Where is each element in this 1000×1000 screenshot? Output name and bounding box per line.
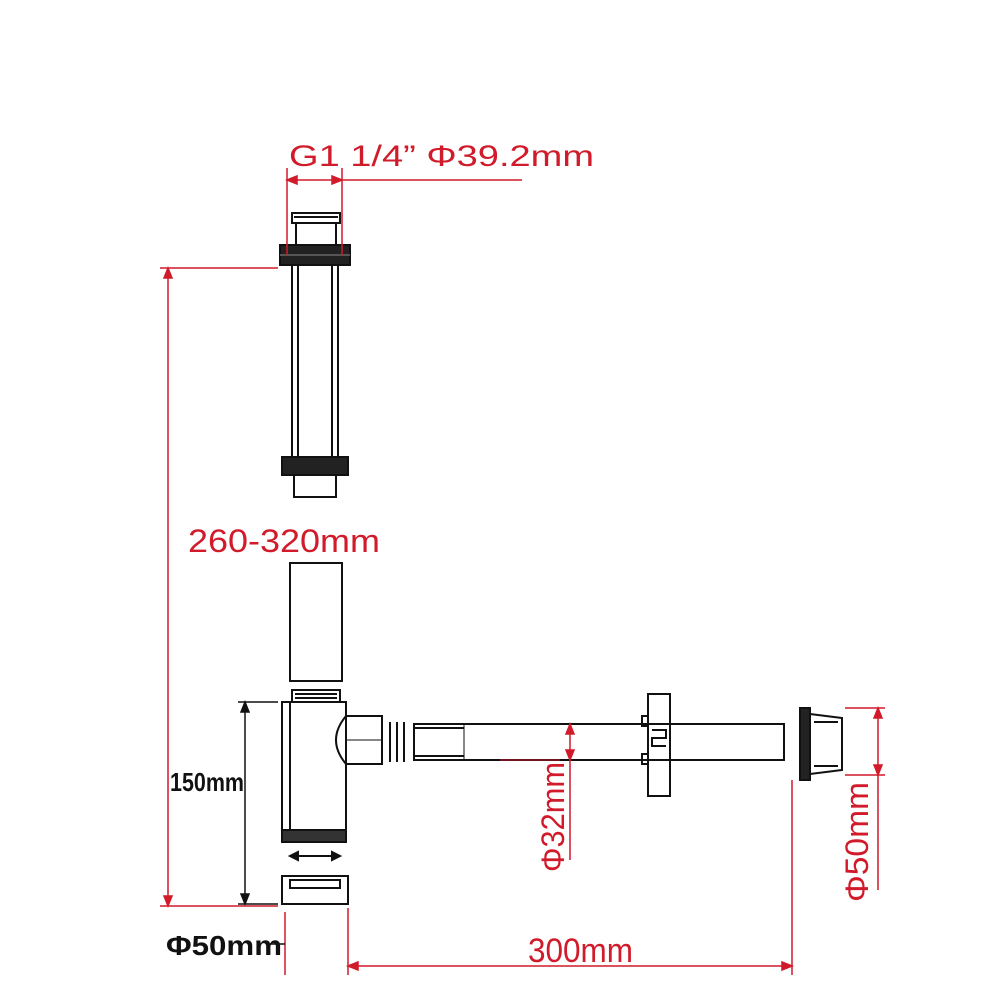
extension-pipe	[289, 562, 343, 682]
dimension-lines	[160, 168, 885, 975]
trap-height-label: 150mm	[170, 767, 244, 797]
trap-body	[281, 689, 383, 862]
seal-rings	[389, 722, 405, 762]
wall-diameter-label: Φ50mm	[839, 782, 875, 902]
wall-flange	[641, 693, 671, 797]
bottom-cap	[281, 875, 349, 905]
waste-outlet	[279, 212, 351, 498]
inlet-diameter-label: Φ50mm	[166, 930, 282, 961]
pipe-diameter-label: Φ32mm	[535, 762, 571, 872]
thread-size-label: G1 1/4” Φ39.2mm	[289, 140, 594, 173]
outlet-pipe	[413, 723, 785, 761]
height-range-label: 260-320mm	[188, 523, 380, 559]
wall-connector	[799, 707, 843, 781]
trap-height-dimension	[238, 699, 285, 945]
outlet-length-label: 300mm	[528, 932, 633, 970]
